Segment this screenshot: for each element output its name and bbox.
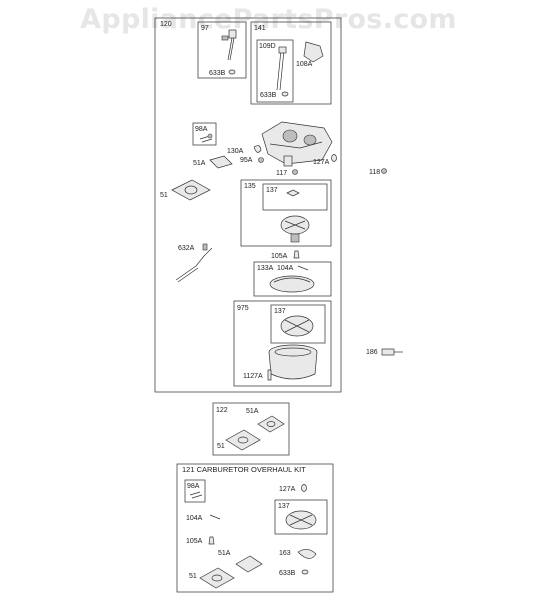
box-141 xyxy=(250,21,332,105)
gasket-137-part xyxy=(286,189,300,197)
label-51a-a: 51A xyxy=(193,160,206,167)
box-137-a xyxy=(262,183,328,211)
governor-link-part xyxy=(175,243,213,283)
label-104a-a: 104A xyxy=(277,265,294,272)
choke-shaft-part xyxy=(221,29,237,61)
gasket-51a-part xyxy=(209,155,233,169)
label-105a-b: 105A xyxy=(186,538,203,545)
box-137-b xyxy=(270,304,326,344)
label-135: 135 xyxy=(244,183,256,190)
box-135 xyxy=(240,179,332,247)
box-109d xyxy=(256,39,294,103)
label-137-b: 137 xyxy=(274,308,286,315)
label-633b-a: 633B xyxy=(209,70,226,77)
gasket-pair-part xyxy=(225,415,285,451)
box-98a xyxy=(192,122,217,146)
label-117: 117 xyxy=(276,170,287,177)
kit-part-127a xyxy=(301,484,307,492)
overhaul-kit-box xyxy=(176,463,334,593)
float-bowl-part xyxy=(268,344,318,380)
part-95a xyxy=(258,157,264,163)
seal-part xyxy=(228,69,236,75)
label-51a-c: 51A xyxy=(218,550,231,557)
float-bowl-135-part xyxy=(280,215,310,243)
gasket-51-part xyxy=(171,179,211,201)
label-186: 186 xyxy=(366,349,378,356)
part-1127a xyxy=(267,369,272,381)
kit-title: 121 CARBURETOR OVERHAUL KIT xyxy=(182,465,306,474)
bowl-gasket-part xyxy=(280,315,314,337)
kit-gasket-51-part xyxy=(199,567,235,589)
label-51-b: 51 xyxy=(217,443,225,450)
label-109d: 109D xyxy=(259,43,276,50)
label-127a-a: 127A xyxy=(313,159,330,166)
kit-gasket-51a-part xyxy=(235,555,263,573)
throttle-plate-part xyxy=(303,41,324,63)
part-105a xyxy=(293,250,300,259)
throttle-shaft-part xyxy=(276,46,287,91)
label-133a: 133A xyxy=(257,265,274,272)
carburetor-body-part xyxy=(261,121,333,167)
watermark-text: AppliancePartsPros.com xyxy=(80,4,457,35)
main-assembly-box xyxy=(154,17,342,393)
box-133a xyxy=(253,261,332,297)
part-186 xyxy=(381,348,403,356)
label-130a: 130A xyxy=(227,148,244,155)
kit-part-104a xyxy=(209,514,221,520)
label-137-a: 137 xyxy=(266,187,278,194)
kit-part-105a xyxy=(208,536,215,545)
label-163: 163 xyxy=(279,550,291,557)
box-122 xyxy=(212,402,290,456)
screw-head-part xyxy=(207,133,213,139)
label-51-c: 51 xyxy=(189,573,197,580)
label-633b-b: 633B xyxy=(260,92,277,99)
kit-part-163 xyxy=(297,549,317,559)
kit-screw-part xyxy=(189,491,203,499)
label-108a: 108A xyxy=(296,61,313,68)
part-104a xyxy=(297,265,309,271)
kit-bowl-gasket-part xyxy=(285,510,317,530)
label-98a-b: 98A xyxy=(187,483,200,490)
part-118 xyxy=(381,168,387,174)
label-632a: 632A xyxy=(178,245,195,252)
part-127a xyxy=(331,154,337,162)
box-97 xyxy=(197,21,247,79)
label-98a-a: 98A xyxy=(195,126,208,133)
label-141: 141 xyxy=(254,25,266,32)
label-975: 975 xyxy=(237,305,249,312)
label-118: 118 xyxy=(369,169,380,176)
box-137-kit xyxy=(274,499,328,535)
label-51a-b: 51A xyxy=(246,408,259,415)
label-95a: 95A xyxy=(240,157,253,164)
label-633b-c: 633B xyxy=(279,570,296,577)
label-104a-b: 104A xyxy=(186,515,203,522)
float-part xyxy=(269,275,315,293)
box-975 xyxy=(233,300,332,387)
kit-part-633b xyxy=(301,569,309,575)
label-51-a: 51 xyxy=(160,192,168,199)
part-117 xyxy=(292,169,298,175)
label-105a-a: 105A xyxy=(271,253,288,260)
box-98a-kit xyxy=(184,479,206,503)
seal-part-2 xyxy=(281,91,289,97)
label-120: 120 xyxy=(160,21,172,28)
label-122: 122 xyxy=(216,407,228,414)
label-97: 97 xyxy=(201,25,209,32)
part-130a xyxy=(253,145,262,153)
label-127a-b: 127A xyxy=(279,486,296,493)
label-137-c: 137 xyxy=(278,503,290,510)
label-1127a: 1127A xyxy=(243,373,263,380)
